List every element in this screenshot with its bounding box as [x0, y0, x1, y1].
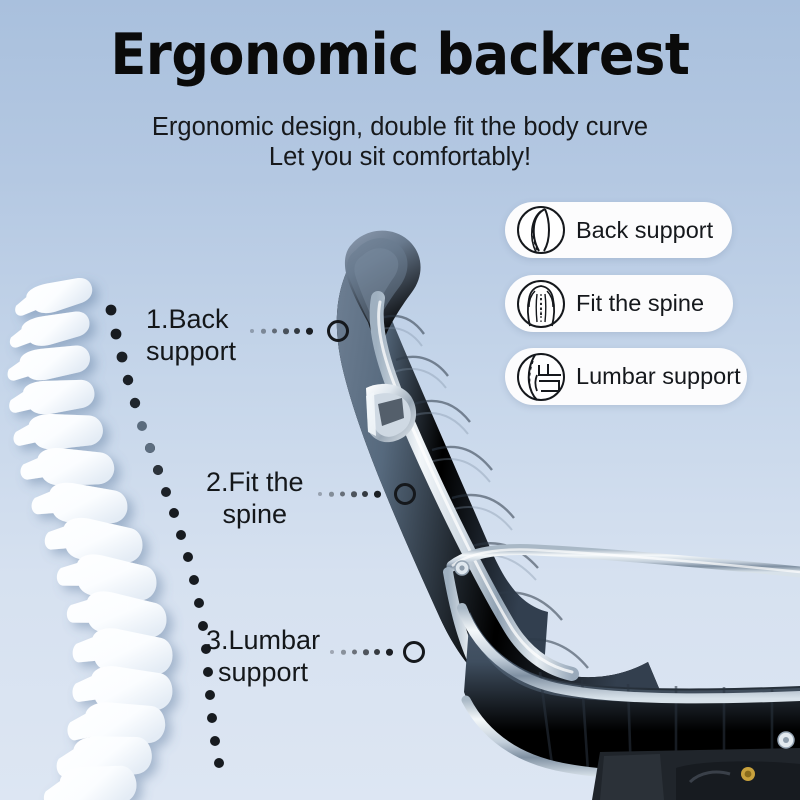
callout-1-line-1: 1.Back	[146, 304, 229, 334]
backrest-headrest	[344, 230, 421, 346]
callout-2-label: 2.Fit the spine	[206, 466, 304, 531]
feature-pill-back-support[interactable]: Back support	[505, 202, 732, 258]
page-title: Ergonomic backrest	[110, 22, 690, 88]
chair-armrest-bar	[443, 544, 800, 727]
chair-frame-bolts	[454, 560, 795, 749]
callout-1-leader	[250, 319, 322, 343]
callout-2-line-2: spine	[222, 499, 288, 530]
lumbar-support-icon	[517, 352, 565, 401]
spine-icon	[517, 279, 565, 328]
callout-3-label: 3.Lumbar support	[206, 624, 320, 689]
chair-base-mechanism	[592, 748, 800, 800]
feature-pill-fit-the-spine[interactable]: Fit the spine	[505, 275, 733, 332]
callout-3-leader	[330, 640, 402, 664]
chair-seat-chrome-edge	[457, 603, 800, 781]
feature-pill-fit-the-spine-label: Fit the spine	[576, 290, 705, 316]
callout-1-target-ring	[327, 320, 349, 342]
back-support-icon	[517, 206, 565, 254]
feature-pill-back-support-label: Back support	[576, 216, 714, 243]
callout-1-line-2: support	[146, 336, 237, 367]
callout-3-target-ring	[403, 641, 425, 663]
feature-pill-lumbar-support-label: Lumbar support	[576, 363, 741, 389]
feature-pill-lumbar-support[interactable]: Lumbar support	[505, 348, 747, 405]
callout-2-leader	[318, 482, 390, 506]
subtitle-line-2: Let you sit comfortably!	[268, 143, 532, 171]
callout-1-label: 1.Back support	[146, 303, 236, 368]
callout-2-line-1: 2.Fit the	[206, 467, 304, 497]
seat-rib-lines	[538, 671, 774, 780]
callout-2-target-ring	[394, 483, 416, 505]
callout-3-line-2: support	[218, 657, 309, 688]
subtitle-line-1: Ergonomic design, double fit the body cu…	[151, 113, 649, 141]
callout-3-line-1: 3.Lumbar	[206, 625, 321, 655]
chair-armrest-bracket	[366, 383, 417, 443]
chair-seat-cushion	[464, 612, 800, 778]
